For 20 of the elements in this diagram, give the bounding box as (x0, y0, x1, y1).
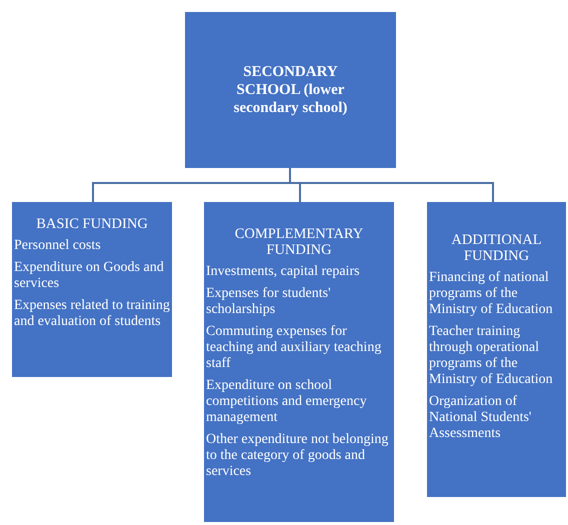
list-item: Expenses for students' scholarships (206, 286, 332, 318)
list-item: Commuting expenses for teaching and auxiliary teaching staff (206, 324, 382, 372)
list-item: Personnel costs (14, 238, 102, 254)
list-item: Teacher training through operational programs of the Ministry of Education (429, 324, 554, 388)
heading-text: BASIC FUNDING (35, 216, 149, 232)
heading-text: ADDITIONAL FUNDING (450, 232, 543, 264)
title-box (185, 12, 396, 168)
list-item: Organization of National Students' Assessments (429, 394, 532, 442)
funding-box (427, 202, 566, 497)
list-item: Expenses related to training and evaluation of students (14, 298, 170, 330)
list-item: Expenditure on Goods and services (14, 260, 165, 292)
list-item: Financing of national programs of the Ministry of Education (429, 270, 554, 318)
heading-text: COMPLEMENTARY FUNDING (234, 226, 364, 258)
list-item: Other expenditure not belonging to the category of goods and services (206, 432, 390, 480)
funding-box (204, 202, 394, 522)
list-item: Expenditure on school competitions and emergency management (206, 378, 368, 426)
list-item: Investments, capital repairs (206, 264, 361, 280)
connector-line (289, 168, 494, 202)
funding-box (12, 202, 172, 377)
heading-text: SECONDARY SCHOOL (lower secondary school) (232, 63, 348, 117)
